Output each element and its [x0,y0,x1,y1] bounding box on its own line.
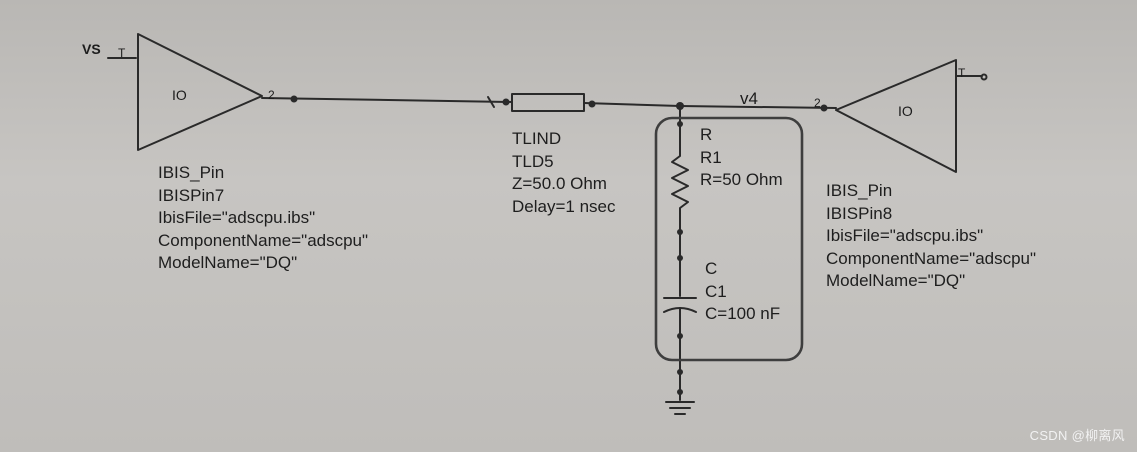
vs-label: VS [82,41,101,57]
junction-dot [677,389,683,395]
left-prop-model: ModelName="DQ" [158,253,298,272]
node-dot [676,102,684,110]
capacitor-prop-instance: C1 [705,281,727,301]
left-buffer-pin-t: T [118,46,126,60]
right-t-terminal [980,73,988,81]
left-buffer-pin-2: 2 [268,88,275,102]
right-buffer-pin-t: T [958,66,966,80]
left-buffer-properties: IBIS_Pin IBISPin7 IbisFile="adscpu.ibs" … [158,162,368,275]
junction-dot [502,98,510,106]
resistor-properties: R R1 R=50 Ohm [700,124,783,192]
resistor-prop-type: R [700,125,713,144]
wire-break-tick [487,96,495,108]
watermark: CSDN @柳离风 [1029,428,1125,443]
left-output-wire [261,97,513,103]
junction-dot [820,104,828,112]
left-prop-ibisfile: IbisFile="adscpu.ibs" [158,208,316,227]
junction-dot [677,121,683,127]
left-prop-instance: IBISPin7 [158,185,225,205]
right-prop-instance: IBISPin8 [826,203,893,223]
right-prop-ibisfile: IbisFile="adscpu.ibs" [826,226,984,245]
tline-prop-delay: Delay=1 nsec [512,196,616,216]
junction-dot [677,255,683,261]
tline-properties: TLIND TLD5 Z=50.0 Ohm Delay=1 nsec [512,128,615,218]
right-prop-component: ComponentName="adscpu" [826,248,1037,268]
right-buffer-pin-2: 2 [814,96,821,110]
v4-wire [679,105,837,109]
left-buffer-symbol [137,33,263,151]
left-prop-component: ComponentName="adscpu" [158,230,369,250]
tline-prop-type: TLIND [512,129,562,148]
tline-prop-instance: TLD5 [512,151,554,171]
junction-dot [290,95,298,103]
resistor-prop-instance: R1 [700,147,722,167]
tline-symbol [511,93,585,112]
right-prop-type: IBIS_Pin [826,181,893,200]
capacitor-prop-value: C=100 nF [705,304,781,323]
resistor-symbol [671,147,689,215]
right-buffer-properties: IBIS_Pin IBISPin8 IbisFile="adscpu.ibs" … [826,180,1036,293]
rc-highlight-box [654,116,804,362]
junction-dot [677,229,683,235]
tline-prop-impedance: Z=50.0 Ohm [512,174,607,193]
left-prop-type: IBIS_Pin [158,163,225,182]
left-buffer-label: IO [172,87,187,103]
capacitor-prop-type: C [705,259,718,278]
capacitor-properties: C C1 C=100 nF [705,258,780,326]
resistor-prop-value: R=50 Ohm [700,170,783,189]
right-buffer-symbol [835,59,957,173]
junction-dot [677,369,683,375]
right-buffer-label: IO [898,103,913,119]
tline-output-wire [583,102,681,107]
junction-dot [588,100,596,108]
junction-dot [677,333,683,339]
v4-label: v4 [740,89,758,108]
right-prop-model: ModelName="DQ" [826,271,966,290]
